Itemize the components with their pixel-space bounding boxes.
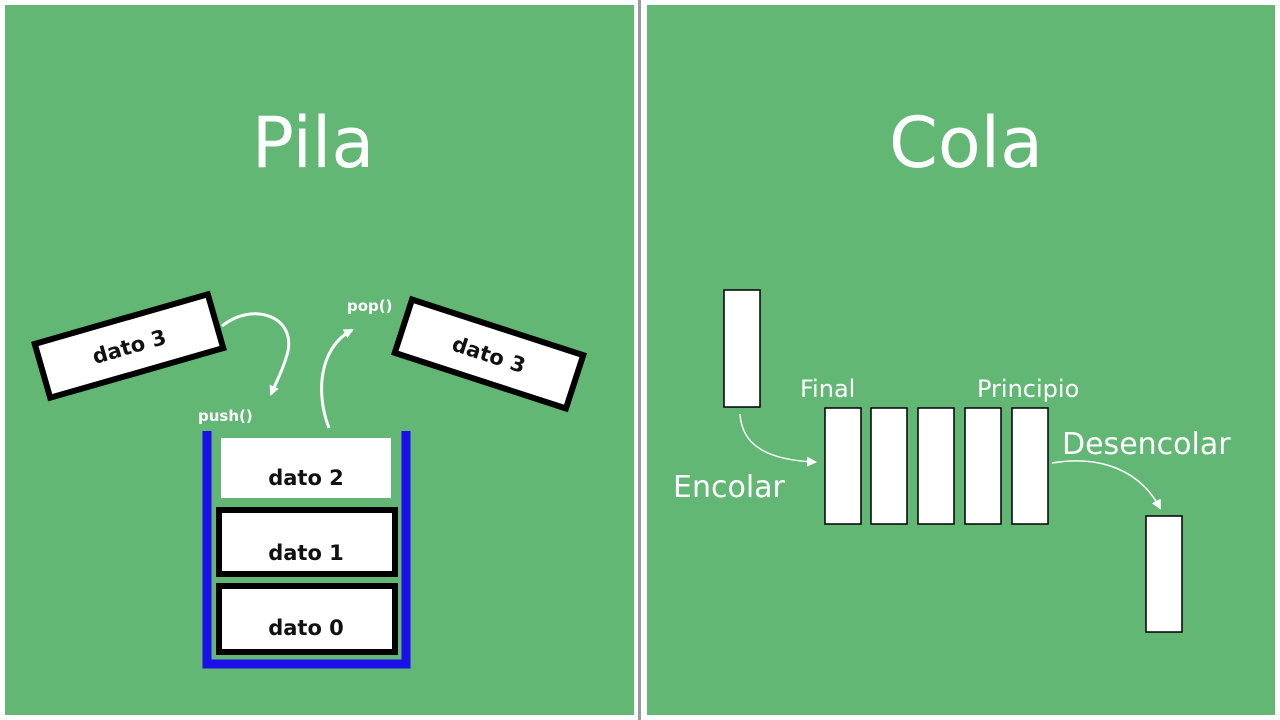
incoming-item-box: dato 3 (31, 290, 227, 402)
pop-arrow (320, 328, 354, 429)
stack-item-bottom: dato 0 (216, 583, 398, 655)
queue-slot (1011, 407, 1049, 525)
push-arrow (221, 312, 291, 396)
stack-item-label: dato 1 (268, 541, 344, 565)
queue-slot (870, 407, 908, 525)
cola-title: Cola (888, 102, 1044, 184)
queue-slot (824, 407, 862, 525)
push-label: push() (198, 407, 253, 425)
stack-item-middle: dato 1 (216, 507, 398, 577)
encolar-label: Encolar (673, 470, 786, 505)
outgoing-item-box: dato 3 (390, 295, 588, 413)
panel-divider (638, 0, 641, 720)
enqueue-element (723, 289, 761, 408)
pop-label: pop() (347, 297, 393, 315)
pila-title: Pila (251, 102, 375, 184)
stack-container (202, 431, 411, 669)
queue-slot (964, 407, 1002, 525)
principio-label: Principio (977, 375, 1079, 403)
stack-item-label: dato 0 (268, 616, 344, 640)
queue-slot (917, 407, 955, 525)
final-label: Final (800, 375, 855, 403)
dequeued-element (1145, 515, 1183, 633)
stack-item-label: dato 2 (268, 466, 344, 490)
dequeue-arrow (1051, 460, 1161, 510)
stack-item-top: dato 2 (221, 438, 391, 498)
enqueue-arrow (739, 413, 817, 467)
desencolar-label: Desencolar (1062, 427, 1231, 462)
